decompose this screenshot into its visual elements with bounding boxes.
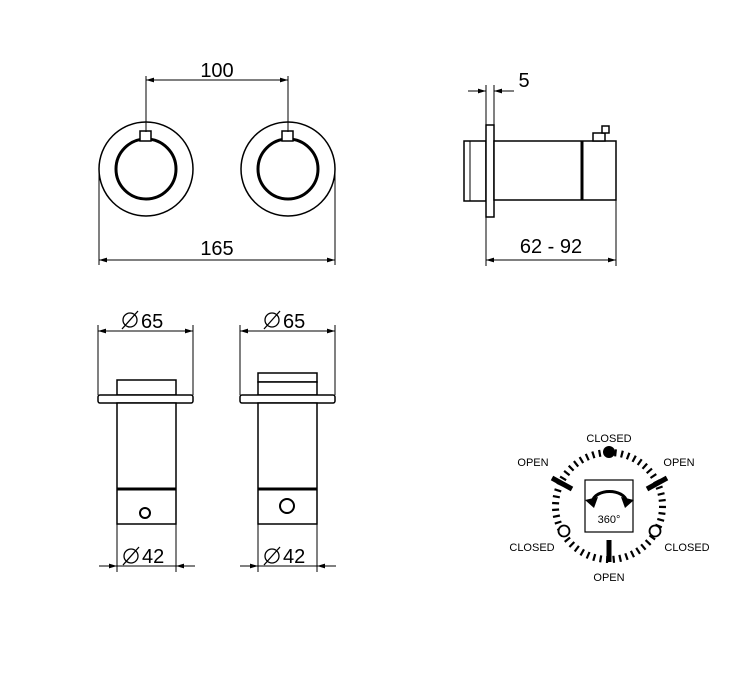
ring-tick bbox=[625, 452, 631, 460]
ring-tick bbox=[640, 543, 647, 551]
closed-marker-lower-left bbox=[557, 524, 571, 538]
dimension-flange-thickness bbox=[468, 85, 514, 125]
ring-tick bbox=[635, 547, 641, 555]
open-marker-upper-left bbox=[550, 475, 574, 492]
ring-tick bbox=[592, 553, 597, 562]
ring-tick bbox=[644, 539, 652, 546]
front-view bbox=[98, 76, 336, 265]
ring-tick bbox=[658, 511, 666, 515]
spacing-label: 100 bbox=[200, 60, 233, 82]
ring-tick bbox=[564, 536, 571, 543]
label-top-closed: CLOSED bbox=[586, 433, 631, 445]
ring-tick bbox=[658, 498, 666, 502]
ring-tick bbox=[657, 517, 665, 522]
label-lower-left-closed: CLOSED bbox=[509, 542, 554, 554]
ring-tick bbox=[648, 534, 656, 541]
closed-marker-lower-right bbox=[648, 524, 662, 538]
open-marker-upper-right bbox=[645, 475, 669, 492]
ring-tick bbox=[578, 456, 585, 464]
label-lower-right-closed: CLOSED bbox=[664, 542, 709, 554]
ring-tick bbox=[598, 449, 602, 457]
ring-tick bbox=[552, 508, 560, 512]
ring-tick bbox=[636, 458, 643, 466]
dashed-rotation-ring bbox=[552, 449, 667, 564]
flange-diameter-right-label: 65 bbox=[283, 311, 305, 333]
ring-tick bbox=[629, 550, 635, 558]
ring-tick bbox=[614, 449, 617, 457]
ring-tick bbox=[620, 450, 624, 458]
ring-tick bbox=[585, 551, 591, 559]
body-diameter-left-label: 42 bbox=[142, 546, 164, 568]
ring-tick bbox=[568, 541, 576, 548]
right-knob-side bbox=[239, 310, 336, 572]
ring-tick bbox=[649, 473, 657, 479]
rotation-degrees: 360° bbox=[598, 514, 621, 526]
ring-tick bbox=[573, 545, 580, 553]
body-diameter-right-label: 42 bbox=[283, 546, 305, 568]
ring-tick bbox=[573, 460, 580, 468]
ring-tick bbox=[631, 455, 637, 463]
ring-tick bbox=[554, 520, 562, 525]
dimension-total-width bbox=[98, 170, 336, 265]
ring-tick bbox=[584, 453, 590, 461]
ring-tick bbox=[641, 462, 648, 470]
depth-range-label: 62 - 92 bbox=[520, 236, 582, 258]
dimension-depth bbox=[485, 200, 617, 266]
ring-tick bbox=[624, 552, 629, 561]
label-upper-left-open: OPEN bbox=[517, 457, 548, 469]
label-upper-right-open: OPEN bbox=[663, 457, 694, 469]
ring-tick bbox=[599, 555, 603, 563]
ring-tick bbox=[552, 495, 560, 499]
right-knob-front bbox=[240, 121, 336, 217]
ring-tick bbox=[552, 514, 561, 518]
closed-marker-top bbox=[603, 446, 615, 458]
flange-diameter-left-label: 65 bbox=[141, 311, 163, 333]
ring-tick bbox=[559, 475, 567, 482]
ring-tick bbox=[612, 555, 616, 563]
ring-tick bbox=[563, 470, 571, 477]
ring-tick bbox=[645, 467, 653, 475]
ring-tick bbox=[554, 488, 562, 493]
ring-tick bbox=[618, 554, 622, 563]
side-view bbox=[463, 85, 617, 266]
rotation-diagram: 360° bbox=[550, 446, 669, 564]
ring-tick bbox=[579, 548, 585, 556]
ring-tick bbox=[655, 485, 663, 490]
left-knob-side bbox=[97, 310, 195, 572]
ring-tick bbox=[657, 492, 665, 496]
ring-tick bbox=[591, 451, 596, 459]
ring-tick bbox=[567, 464, 575, 472]
total-width-label: 165 bbox=[200, 238, 233, 260]
flange-thickness-label: 5 bbox=[518, 70, 529, 92]
label-bottom-open: OPEN bbox=[593, 572, 624, 584]
left-knob-front bbox=[98, 121, 194, 217]
dimension-spacing bbox=[145, 76, 289, 132]
